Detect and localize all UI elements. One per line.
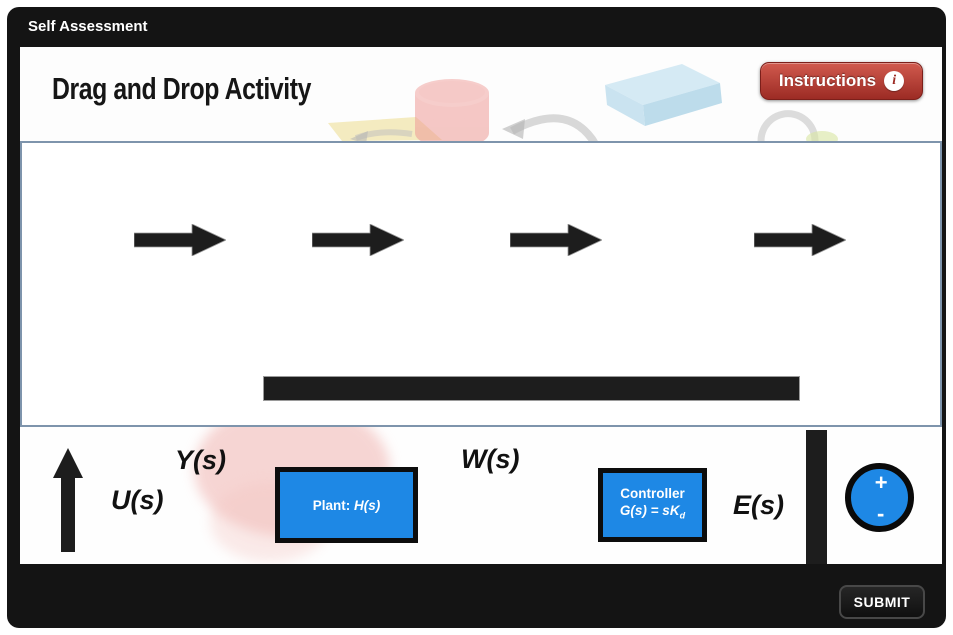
plus-sign: + (874, 470, 888, 495)
signal-label-w[interactable]: W(s) (461, 444, 520, 474)
activity-title: Drag and Drop Activity (52, 71, 311, 106)
feedback-line-bar (264, 377, 799, 400)
plant-block-label: Plant: H(s) (312, 497, 381, 513)
submit-button[interactable]: SUBMIT (839, 585, 925, 619)
footer-bar (7, 604, 946, 628)
assessment-window: Self Assessment (7, 7, 946, 628)
flow-arrow-4 (754, 224, 846, 256)
signal-label-y[interactable]: Y(s) (175, 445, 227, 475)
title-bar: Self Assessment (7, 7, 946, 47)
controller-block-formula: G(s) = sKd (619, 503, 686, 521)
activity-header: Drag and Drop Activity Instructions i (20, 47, 942, 141)
controller-block-name: Controller (620, 486, 685, 502)
content-area: Drag and Drop Activity Instructions i (20, 47, 942, 564)
minus-sign: - (876, 501, 885, 526)
flow-arrow-2 (312, 224, 404, 256)
faded-blocks-illustration (328, 64, 838, 141)
flow-arrow-3 (510, 224, 602, 256)
controller-block-piece[interactable]: Controller G(s) = sKd (598, 468, 707, 542)
summing-junction-piece[interactable]: + - (845, 463, 914, 532)
instructions-button[interactable]: Instructions i (760, 62, 923, 100)
flow-arrow-1 (134, 224, 226, 256)
window-title: Self Assessment (28, 18, 148, 35)
drop-canvas[interactable] (20, 141, 942, 427)
signal-label-u[interactable]: U(s) (111, 485, 164, 515)
vertical-bar-piece[interactable] (806, 430, 827, 564)
signal-label-e[interactable]: E(s) (733, 490, 785, 520)
pieces-tray: Y(s) U(s) Plant: H(s) W(s) Controller G(… (20, 427, 942, 564)
plant-block-piece[interactable]: Plant: H(s) (275, 467, 418, 543)
info-icon: i (884, 71, 905, 91)
instructions-label: Instructions (778, 71, 877, 90)
up-arrow-piece[interactable] (53, 448, 83, 552)
